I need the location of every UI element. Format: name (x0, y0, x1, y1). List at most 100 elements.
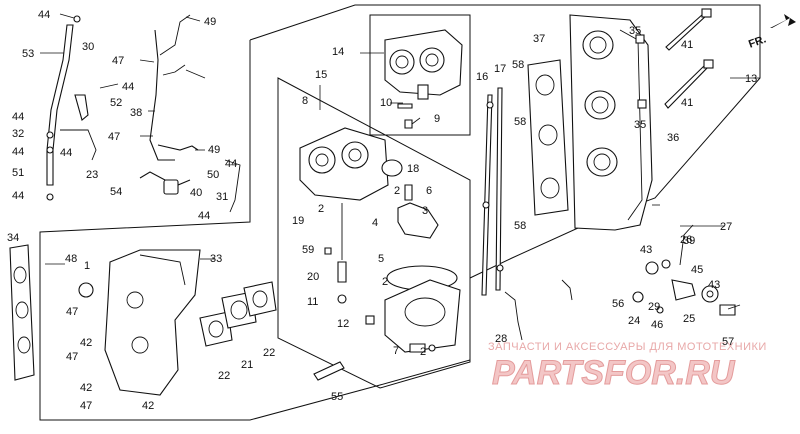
callout-number: 55 (331, 391, 343, 403)
callout-number: 58 (514, 116, 526, 128)
callout-number: 31 (216, 191, 228, 203)
intake-manifold (569, 14, 653, 231)
callout-number: 35 (634, 119, 646, 131)
callout-number: 47 (108, 131, 120, 143)
callout-number: 59 (302, 244, 314, 256)
callout-number: 11 (307, 296, 318, 308)
callout-number: 2 (394, 185, 400, 197)
callout-number: 27 (720, 221, 732, 233)
callout-number: 48 (65, 253, 77, 265)
callout-number: 44 (225, 158, 237, 170)
callout-number: 44 (122, 81, 134, 93)
callout-number: 28 (495, 333, 507, 345)
callout-number: 5 (378, 253, 384, 265)
throttle-plate-assembly (365, 265, 461, 353)
callout-number: 42 (80, 382, 92, 394)
callout-number: 29 (648, 301, 660, 313)
callout-number: 25 (683, 313, 695, 325)
callout-number: 2 (420, 346, 426, 358)
callout-number: 40 (190, 187, 202, 199)
callout-number: 57 (722, 336, 734, 348)
callout-number: 18 (407, 163, 419, 175)
direction-arrow-icon (770, 14, 796, 28)
callout-number: 46 (651, 319, 663, 331)
throttle-body (299, 127, 439, 304)
callout-number: 43 (640, 244, 652, 256)
hose-set (46, 14, 241, 213)
callout-number: 10 (380, 97, 392, 109)
watermark-logo: PARTSFOR.RU (492, 354, 736, 392)
direction-label: FR. (747, 33, 768, 50)
callout-number: 50 (207, 169, 219, 181)
bottom-hose (313, 361, 345, 381)
callout-number: 47 (66, 351, 78, 363)
callout-number: 44 (12, 190, 24, 202)
callout-number: 34 (7, 232, 19, 244)
callout-number: 13 (745, 73, 757, 85)
callout-number: 49 (204, 16, 216, 28)
callout-number: 42 (80, 337, 92, 349)
callout-number: 47 (112, 55, 124, 67)
callout-number: 2 (318, 203, 324, 215)
callout-number: 26 (680, 234, 692, 246)
small-gaskets (199, 281, 277, 347)
callout-number: 45 (691, 264, 703, 276)
front-direction-indicator: FR. (747, 14, 796, 51)
callout-number: 24 (628, 315, 640, 327)
callout-number: 47 (66, 306, 78, 318)
intake-gasket (527, 59, 569, 216)
callout-number: 53 (22, 48, 34, 60)
callout-number: 41 (681, 97, 693, 109)
callout-number: 43 (708, 279, 720, 291)
callout-number: 9 (434, 113, 440, 125)
callout-number: 54 (110, 186, 122, 198)
callout-number: 33 (210, 253, 222, 265)
callout-number: 32 (12, 128, 24, 140)
side-gasket (9, 244, 35, 381)
callout-number: 15 (315, 69, 327, 81)
carburetor (384, 29, 463, 129)
callout-number: 17 (494, 63, 506, 75)
callout-number: 37 (533, 33, 545, 45)
callout-number: 23 (86, 169, 98, 181)
callout-number: 44 (38, 9, 50, 21)
callout-number: 12 (337, 318, 349, 330)
callout-number: 30 (82, 41, 94, 53)
callout-number: 3 (422, 205, 428, 217)
throttle-lever-set (561, 224, 736, 316)
callout-number: 22 (263, 347, 275, 359)
callout-number: 38 (130, 107, 142, 119)
leader-lines (40, 13, 760, 310)
callout-number: 39 (683, 235, 695, 247)
callout-number: 35 (629, 25, 641, 37)
silencer-housing (78, 249, 201, 396)
callout-number: 44 (12, 111, 24, 123)
callout-number: 22 (218, 370, 230, 382)
callout-number: 21 (241, 359, 253, 371)
callout-number: 44 (198, 210, 210, 222)
callout-number: 2 (382, 276, 388, 288)
callout-number: 49 (208, 144, 220, 156)
callout-number: 58 (512, 59, 524, 71)
callout-number: 6 (426, 185, 432, 197)
callout-number: 41 (681, 39, 693, 51)
callout-number: 44 (12, 146, 24, 158)
callout-number: 7 (393, 345, 399, 357)
callout-number: 44 (60, 147, 72, 159)
throttle-body-group-outline (277, 77, 471, 389)
callout-number: 51 (12, 167, 24, 179)
callout-number: 20 (307, 271, 319, 283)
callout-number: 36 (667, 132, 679, 144)
linkage-rods (481, 87, 523, 341)
callout-number: 56 (612, 298, 624, 310)
callout-number: 42 (142, 400, 154, 412)
callout-number: 47 (80, 400, 92, 412)
manifold-bolts (664, 8, 714, 109)
callout-number: 58 (514, 220, 526, 232)
callout-number: 4 (372, 217, 378, 229)
callout-number: 19 (292, 215, 304, 227)
callout-number: 52 (110, 97, 122, 109)
callout-number: 14 (332, 46, 344, 58)
